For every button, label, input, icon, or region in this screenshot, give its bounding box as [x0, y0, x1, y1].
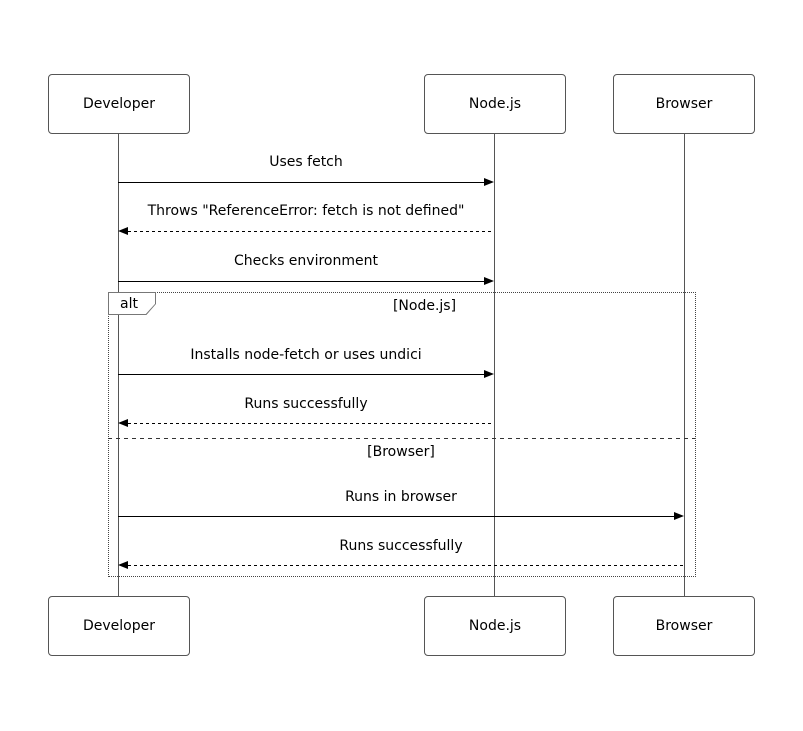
- arrowhead-right-icon: [484, 178, 494, 186]
- actor-box-browser-bottom: Browser: [613, 596, 755, 656]
- arrowhead-left-icon: [118, 561, 128, 569]
- lifeline-nodejs: [494, 134, 495, 596]
- message-label-runs-successfully-browser: Runs successfully: [339, 538, 463, 554]
- guard-label-nodejs: [Node.js]: [392, 298, 457, 314]
- message-label-installs-node-fetch: Installs node-fetch or uses undici: [190, 347, 422, 363]
- alt-frame: [108, 292, 696, 577]
- alt-divider: [108, 438, 695, 439]
- message-line-installs-node-fetch: [118, 374, 486, 375]
- actor-label-developer: Developer: [82, 96, 155, 112]
- actor-box-developer-bottom: Developer: [48, 596, 190, 656]
- message-label-uses-fetch: Uses fetch: [269, 154, 343, 170]
- actor-box-developer-top: Developer: [48, 74, 190, 134]
- message-line-throws-referenceerror: [128, 231, 494, 232]
- arrowhead-right-icon: [484, 277, 494, 285]
- alt-operator-label: alt: [120, 295, 138, 312]
- guard-label-browser: [Browser]: [367, 444, 435, 460]
- message-label-runs-successfully-node: Runs successfully: [244, 396, 368, 412]
- actor-box-browser-top: Browser: [613, 74, 755, 134]
- arrowhead-left-icon: [118, 227, 128, 235]
- alt-operator-tab: alt: [108, 292, 156, 315]
- message-label-checks-environment: Checks environment: [234, 253, 378, 269]
- actor-label-nodejs: Node.js: [468, 618, 522, 634]
- alt-operator-tab-face: alt: [109, 293, 155, 314]
- actor-label-browser: Browser: [655, 618, 713, 634]
- actor-label-nodejs: Node.js: [468, 96, 522, 112]
- actor-label-browser: Browser: [655, 96, 713, 112]
- actor-box-nodejs-top: Node.js: [424, 74, 566, 134]
- arrowhead-left-icon: [118, 419, 128, 427]
- message-line-uses-fetch: [118, 182, 486, 183]
- message-line-runs-successfully-node: [128, 423, 494, 424]
- arrowhead-right-icon: [484, 370, 494, 378]
- message-line-checks-environment: [118, 281, 486, 282]
- message-label-runs-in-browser: Runs in browser: [345, 489, 457, 505]
- actor-box-nodejs-bottom: Node.js: [424, 596, 566, 656]
- lifeline-developer: [118, 134, 119, 596]
- message-line-runs-successfully-browser: [128, 565, 684, 566]
- message-line-runs-in-browser: [118, 516, 676, 517]
- actor-label-developer: Developer: [82, 618, 155, 634]
- message-label-throws-referenceerror: Throws "ReferenceError: fetch is not def…: [147, 203, 465, 219]
- lifeline-browser: [684, 134, 685, 596]
- arrowhead-right-icon: [674, 512, 684, 520]
